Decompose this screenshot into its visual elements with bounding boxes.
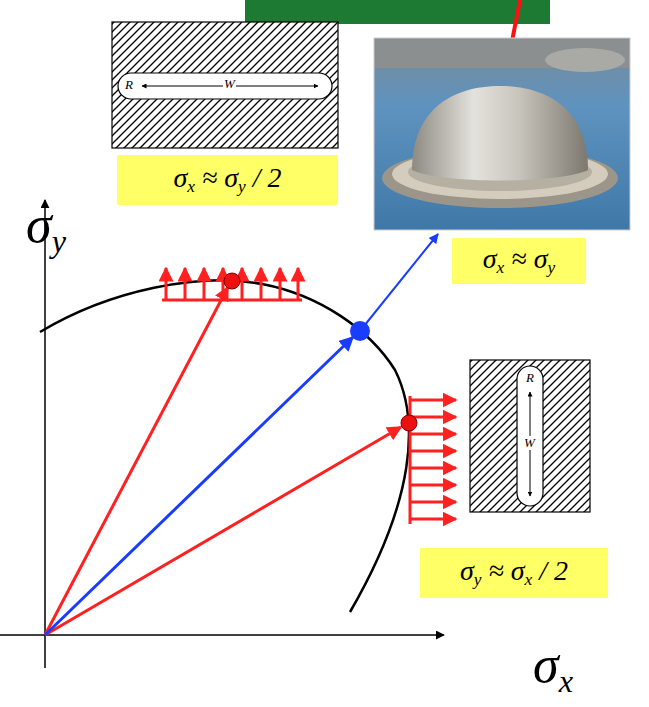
banner	[245, 0, 550, 24]
specimen-vertical	[470, 360, 590, 512]
axis-label: σy	[26, 196, 66, 259]
condition-text: σx ≈ σy / 2	[173, 163, 281, 196]
radius-label: R	[124, 78, 134, 92]
condition-text: σx ≈ σy	[483, 244, 555, 277]
specimen-horizontal	[112, 22, 338, 148]
yield-point	[224, 273, 240, 289]
yield-point	[401, 415, 417, 431]
yield-point	[350, 321, 370, 341]
radius-label: R	[525, 371, 535, 385]
x-axis	[0, 634, 444, 636]
axis-label: σx	[533, 636, 573, 699]
width-label: W	[223, 77, 236, 91]
stress-vector	[45, 337, 353, 635]
width-label: W	[523, 436, 536, 450]
condition-box: σx ≈ σy / 2	[117, 155, 338, 205]
y-axis	[44, 200, 46, 668]
yield-curve	[40, 280, 409, 612]
condition-box: σx ≈ σy	[452, 238, 586, 284]
dome-photo	[374, 38, 630, 230]
load-arrows-right	[410, 396, 456, 524]
load-arrows-up	[162, 268, 302, 300]
condition-text: σy ≈ σx / 2	[460, 556, 568, 589]
stress-vector	[45, 427, 401, 635]
condition-box: σy ≈ σx / 2	[420, 548, 608, 598]
photo-pointer	[360, 234, 438, 331]
